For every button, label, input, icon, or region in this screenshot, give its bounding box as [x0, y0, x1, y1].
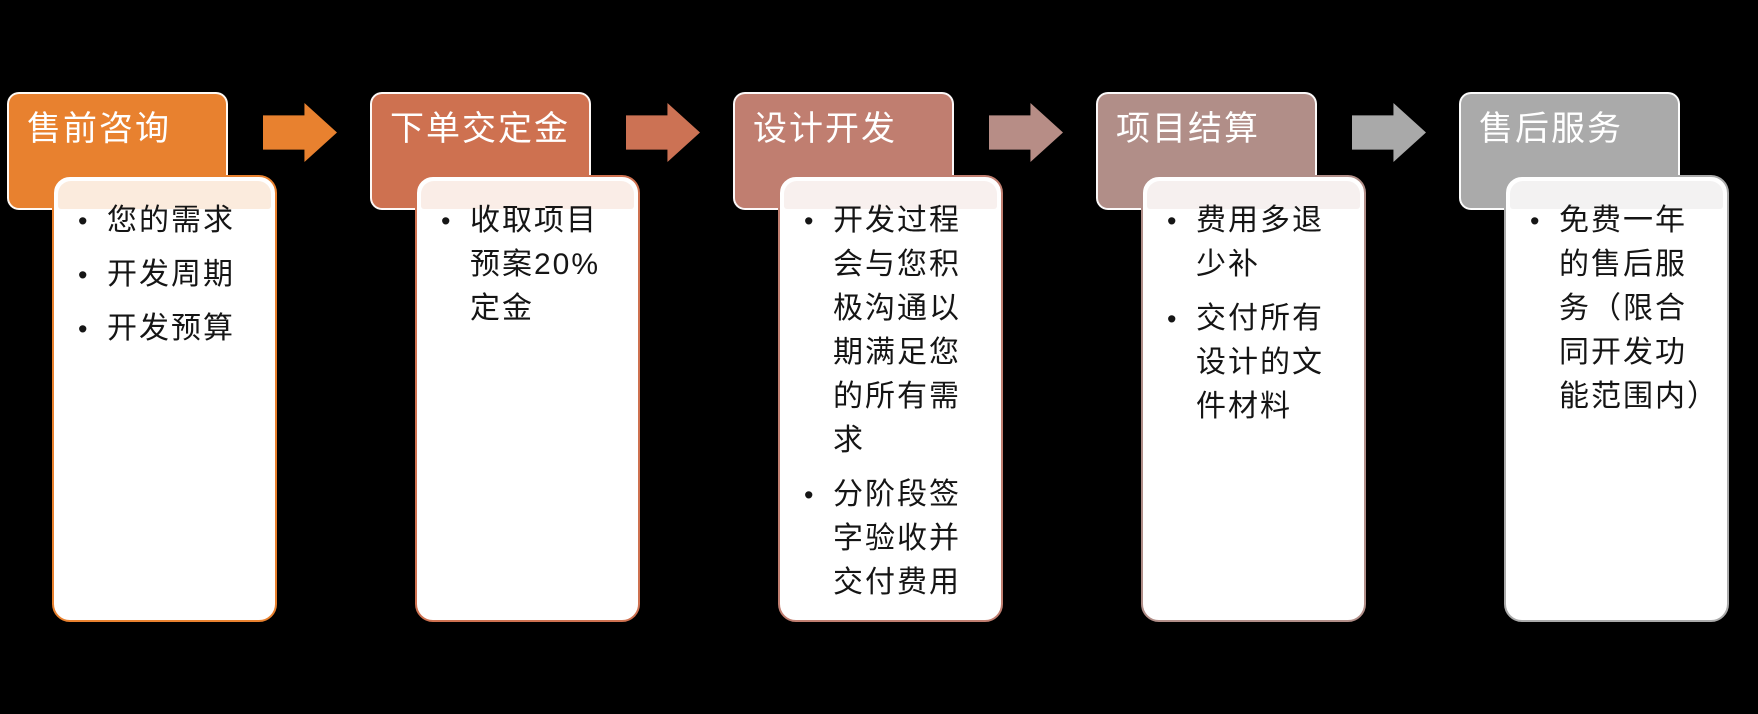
bullet-dot-icon: • [1167, 304, 1177, 334]
bullet-item: • 交付所有 设计的文 件材料 [1167, 297, 1358, 429]
bullet-text: 免费一年 的售后服 务（限合 同开发功 能范围内） [1559, 204, 1719, 413]
bullet-item: • 收取项目 预案20% 定金 [441, 199, 632, 331]
flow-arrow-3-icon [989, 103, 1063, 162]
flow-arrow-1-icon [263, 103, 337, 162]
stage-3-content-box: • 开发过程 会与您积 极沟通以 期满足您 的所有需 求 • 分阶段签 字验收并… [778, 175, 1003, 622]
bullet-dot-icon: • [804, 206, 814, 236]
stage-1-content-box: • 您的需求 • 开发周期 • 开发预算 [52, 175, 277, 622]
bullet-item: • 开发过程 会与您积 极沟通以 期满足您 的所有需 求 [804, 199, 995, 463]
stage-bullet-list: • 收取项目 预案20% 定金 [417, 177, 638, 331]
bullet-text: 您的需求 [107, 204, 235, 237]
stage-5-content-box: • 免费一年 的售后服 务（限合 同开发功 能范围内） [1504, 175, 1729, 622]
bullet-dot-icon: • [804, 480, 814, 510]
bullet-item: • 免费一年 的售后服 务（限合 同开发功 能范围内） [1530, 199, 1721, 419]
bullet-text: 分阶段签 字验收并 交付费用 [833, 478, 961, 599]
stage-4-content-box: • 费用多退 少补 • 交付所有 设计的文 件材料 [1141, 175, 1366, 622]
bullet-text: 开发过程 会与您积 极沟通以 期满足您 的所有需 求 [833, 204, 961, 457]
stage-tint-band [1147, 181, 1360, 209]
bullet-text: 开发周期 [107, 258, 235, 291]
bullet-text: 开发预算 [107, 312, 235, 345]
bullet-item: • 开发周期 [78, 253, 269, 297]
bullet-dot-icon: • [78, 260, 88, 290]
stage-bullet-list: • 费用多退 少补 • 交付所有 设计的文 件材料 [1143, 177, 1364, 429]
bullet-item: • 费用多退 少补 [1167, 199, 1358, 287]
stage-4-title: 项目结算 [1116, 110, 1260, 148]
bullet-text: 交付所有 设计的文 件材料 [1196, 302, 1324, 423]
bullet-dot-icon: • [1167, 206, 1177, 236]
stage-2-title: 下单交定金 [390, 110, 570, 148]
stage-1-title: 售前咨询 [27, 110, 171, 148]
bullet-text: 费用多退 少补 [1196, 204, 1324, 281]
bullet-dot-icon: • [78, 206, 88, 236]
bullet-text: 收取项目 预案20% 定金 [470, 204, 601, 325]
stage-tint-band [1510, 181, 1723, 209]
stage-bullet-list: • 免费一年 的售后服 务（限合 同开发功 能范围内） [1506, 177, 1727, 419]
bullet-item: • 分阶段签 字验收并 交付费用 [804, 473, 995, 605]
bullet-item: • 您的需求 [78, 199, 269, 243]
stage-tint-band [58, 181, 271, 209]
stage-3-title: 设计开发 [753, 110, 897, 148]
bullet-dot-icon: • [441, 206, 451, 236]
flow-arrow-4-icon [1352, 103, 1426, 162]
flow-arrow-2-icon [626, 103, 700, 162]
stage-bullet-list: • 开发过程 会与您积 极沟通以 期满足您 的所有需 求 • 分阶段签 字验收并… [780, 177, 1001, 605]
bullet-dot-icon: • [1530, 206, 1540, 236]
stage-2-content-box: • 收取项目 预案20% 定金 [415, 175, 640, 622]
stage-5-title: 售后服务 [1479, 110, 1623, 148]
bullet-item: • 开发预算 [78, 307, 269, 351]
bullet-dot-icon: • [78, 314, 88, 344]
stage-tint-band [784, 181, 997, 209]
stage-tint-band [421, 181, 634, 209]
stage-bullet-list: • 您的需求 • 开发周期 • 开发预算 [54, 177, 275, 351]
